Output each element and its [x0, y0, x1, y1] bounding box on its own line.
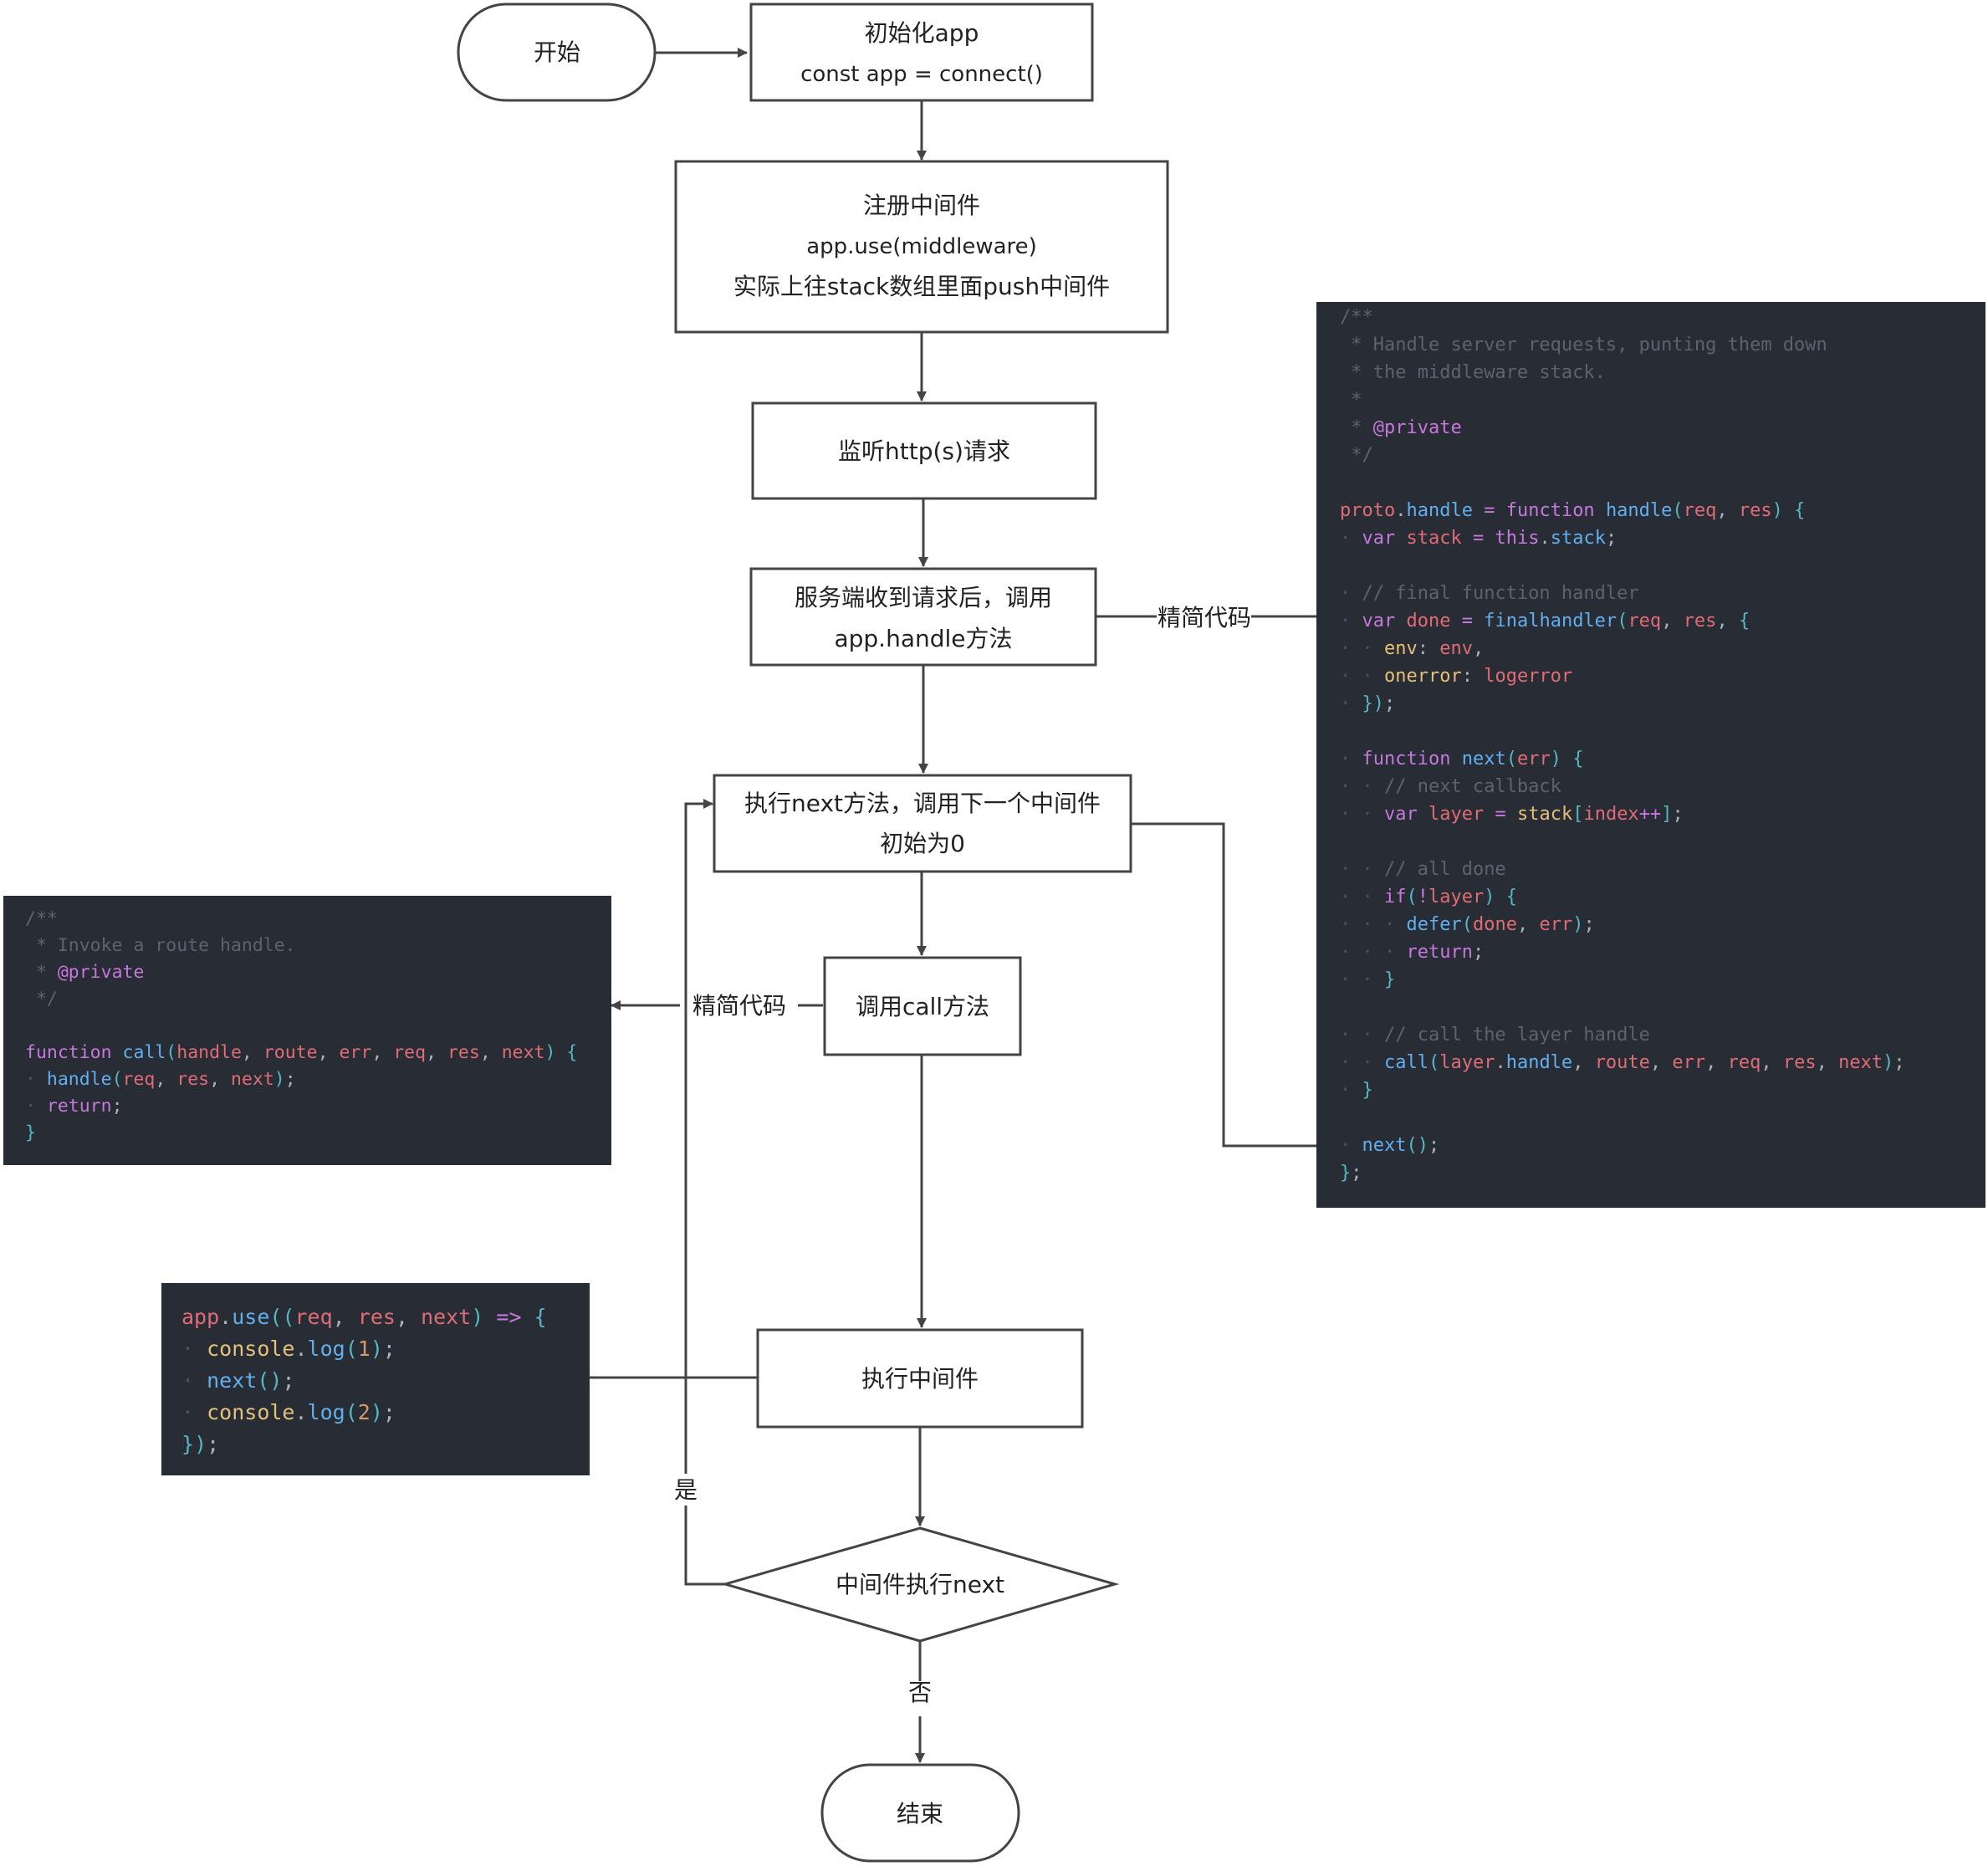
call-box — [823, 956, 1022, 1056]
exec-box — [756, 1328, 1084, 1429]
next-box — [713, 774, 1132, 873]
code-handle: /** * Handle server requests, punting th… — [1316, 302, 1985, 1208]
init-code: const app = connect() — [800, 62, 1043, 87]
decision-label: 中间件执行next — [836, 1571, 1004, 1598]
init-title: 初始化app — [865, 19, 979, 47]
nodes — [457, 3, 1169, 1863]
end-terminal — [820, 1763, 1020, 1863]
init-box — [749, 3, 1094, 102]
register-box — [674, 160, 1169, 334]
edge-next-to-handle-code — [1131, 822, 1316, 1148]
next-line2: 初始为0 — [880, 830, 965, 857]
server-line1: 服务端收到请求后，调用 — [795, 584, 1052, 611]
edges — [590, 48, 1316, 1762]
next-line1: 执行next方法，调用下一个中间件 — [744, 790, 1101, 817]
start-terminal — [457, 3, 657, 102]
server-line2: app.handle方法 — [834, 625, 1012, 652]
edge-decision-yes-loop — [684, 804, 725, 1586]
call-label: 调用call方法 — [856, 993, 989, 1020]
code-call: /** * Invoke a route handle. * @private … — [3, 896, 611, 1165]
edge-label-no: 否 — [908, 1679, 932, 1706]
register-desc: 实际上往stack数组里面push中间件 — [733, 273, 1110, 300]
decision-diamond — [720, 1526, 1120, 1643]
server-box — [749, 567, 1097, 667]
end-label: 结束 — [897, 1800, 943, 1828]
register-code: app.use(middleware) — [806, 234, 1037, 259]
edge-label-simplified-right: 精简代码 — [1158, 604, 1251, 631]
edge-label-yes: 是 — [674, 1476, 698, 1504]
listen-box — [751, 401, 1097, 500]
register-title: 注册中间件 — [863, 192, 980, 219]
edge-label-simplified-left: 精简代码 — [692, 992, 786, 1020]
start-label: 开始 — [534, 38, 580, 66]
code-middleware: app.use((req, res, next) => { · console.… — [161, 1283, 590, 1475]
listen-label: 监听http(s)请求 — [838, 437, 1010, 465]
exec-label: 执行中间件 — [861, 1365, 979, 1393]
